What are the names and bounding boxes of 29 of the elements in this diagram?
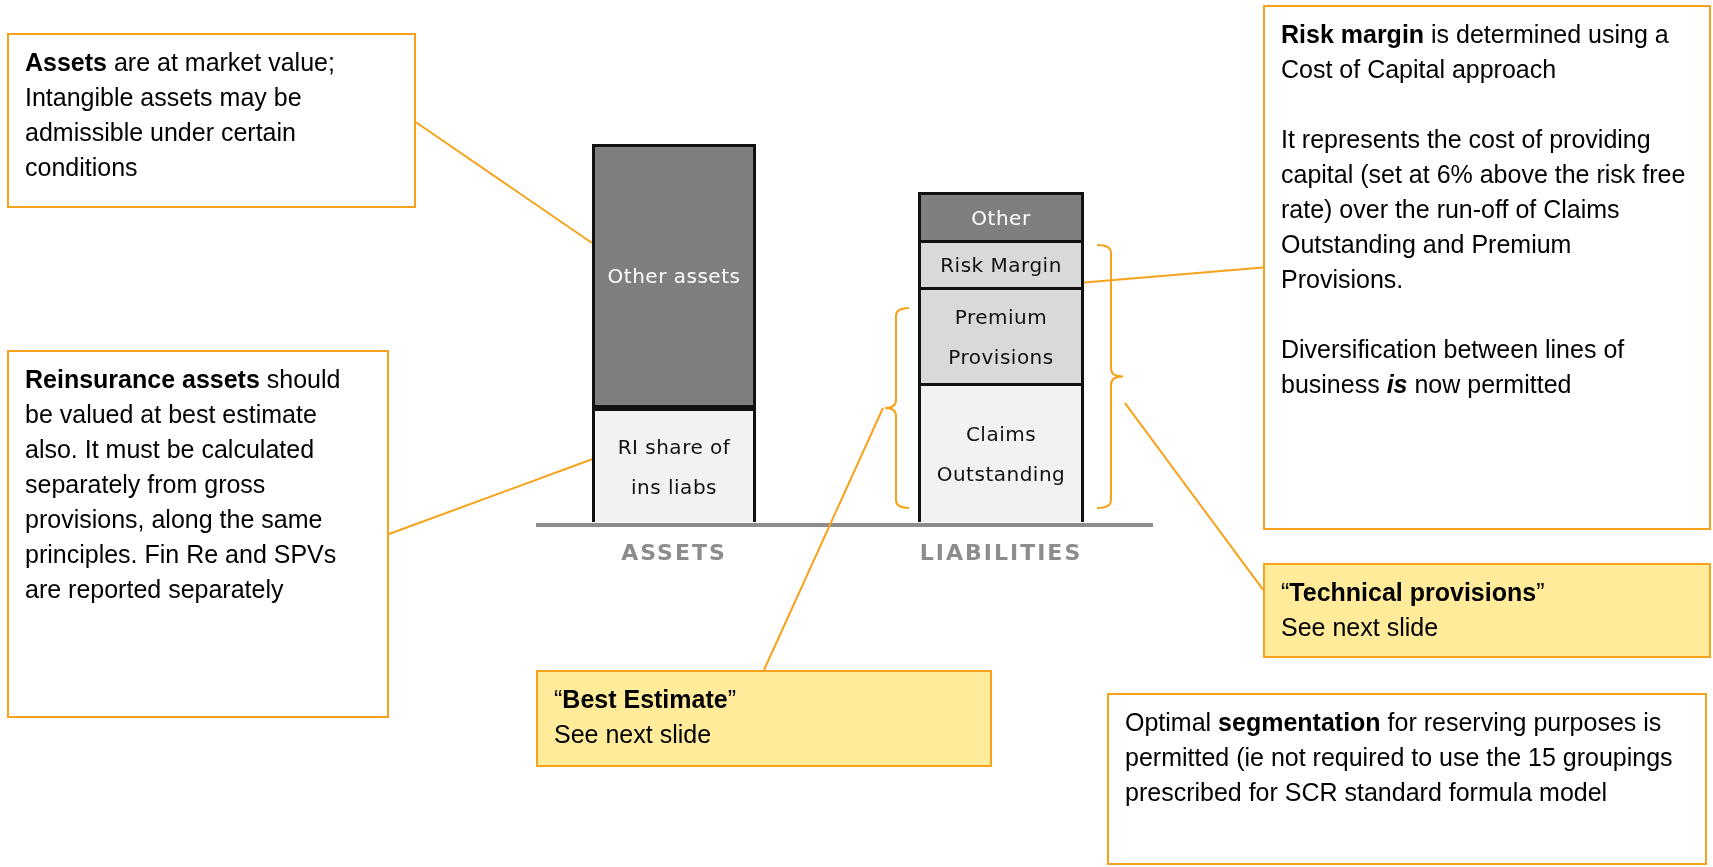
axis-label: LIABILITIES	[918, 540, 1084, 565]
bar-segment: Premium Provisions	[918, 287, 1084, 386]
leader-line	[388, 458, 593, 535]
callout-box	[1263, 563, 1711, 658]
callout-text: Risk margin is determined using a Cost of Capital approach	[1281, 19, 1670, 85]
callout-text: “Best Estimate”	[554, 684, 737, 715]
bar-segment: Claims Outstanding	[918, 383, 1084, 522]
callout-box	[7, 33, 416, 208]
callout-text: Diversification between lines of business is now permitted	[1281, 334, 1626, 400]
callout-text: See next slide	[1281, 612, 1440, 643]
axis-label: ASSETS	[620, 540, 728, 565]
callout-box	[7, 350, 389, 718]
bar-segment: Risk Margin	[918, 240, 1084, 290]
bar-segment: Other assets	[592, 144, 756, 408]
callout-text: It represents the cost of providing capital (set at 6% above the risk free rate) over the run-off of Claims Outstanding and Premium Provisions.	[1281, 124, 1687, 295]
callout-text: Optimal segmentation for reserving purposes is permitted (ie not required to use the 15 groupings prescribed for SCR standard formula model	[1125, 707, 1674, 808]
bar-segment: RI share of ins liabs	[592, 408, 756, 522]
callout-text: Reinsurance assets should be valued at best estimate also. It must be calculated separately from gross provisions, along the same principles. Fin Re and SPVs are reported separately	[25, 364, 342, 605]
leader-line	[1124, 402, 1264, 591]
callout-box	[536, 670, 992, 767]
callout-box	[1107, 693, 1707, 865]
callout-text: See next slide	[554, 719, 713, 750]
callout-text: “Technical provisions”	[1281, 577, 1546, 608]
leader-line	[415, 121, 593, 244]
bar-segment: Other	[918, 192, 1084, 243]
leader-line	[1083, 266, 1264, 284]
callout-text: Assets are at market value; Intangible assets may be admissible under certain conditions	[25, 47, 336, 183]
leader-line	[763, 407, 884, 671]
callout-box	[1263, 5, 1711, 530]
